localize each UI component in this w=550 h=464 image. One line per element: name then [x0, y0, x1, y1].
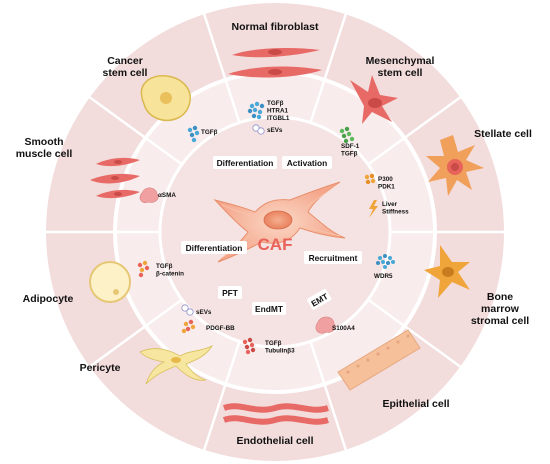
- label-endothelial-cell: Endothelial cell: [236, 435, 313, 447]
- label-normal-fibroblast: Normal fibroblast: [232, 21, 319, 33]
- molecule-dots-icon: [364, 173, 376, 185]
- molecule-dots-icon: [247, 101, 265, 120]
- svg-text:sEVs: sEVs: [196, 309, 212, 316]
- sector-divider: [367, 298, 461, 368]
- pericyte-illustration: [139, 345, 214, 385]
- stellate-cell-illustration: [426, 135, 484, 196]
- vesicle-icon: [252, 124, 265, 135]
- molecule-dots-icon: [242, 337, 256, 355]
- sector-divider: [309, 340, 347, 451]
- factor-group-smooth-muscle-cell: αSMA: [139, 187, 176, 203]
- factor-group-cancer-stem-cell: TGFβ: [187, 125, 218, 143]
- sector-divider: [89, 298, 183, 368]
- epithelial-nucleus: [366, 358, 370, 362]
- epithelial-nucleus: [376, 352, 380, 356]
- adipocyte-illustration: [89, 261, 131, 303]
- vesicle-icon: [181, 304, 194, 316]
- sector-divider: [203, 340, 241, 451]
- epithelial-nucleus: [396, 340, 400, 344]
- process-pft: PFT: [222, 288, 239, 298]
- cancer-stem-cell-illustration: [140, 74, 191, 122]
- caf-cell-illustration: [213, 181, 346, 263]
- label-pericyte: Pericyte: [80, 362, 121, 374]
- svg-text:TGFβ: TGFβ: [201, 129, 218, 136]
- label-adipocyte: Adipocyte: [23, 293, 74, 305]
- svg-text:WDR5: WDR5: [374, 273, 393, 280]
- process-labels: Differentiation Activation Differentiati…: [181, 156, 362, 315]
- lightning-icon: [369, 200, 378, 218]
- molecule-dots-icon: [339, 126, 355, 144]
- protein-blob-icon: [315, 316, 336, 334]
- caf-label: CAF: [258, 235, 293, 254]
- sector-divider: [309, 13, 347, 124]
- mesenchymal-stem-cell-illustration: [350, 75, 398, 124]
- svg-text:S100A4: S100A4: [332, 325, 355, 332]
- sector-divider: [367, 96, 461, 166]
- factor-group-epithelial-cell: S100A4: [315, 316, 355, 334]
- cell-illustrations: [89, 47, 484, 425]
- svg-text:αSMA: αSMA: [158, 192, 176, 199]
- process-differentiation-left: Differentiation: [186, 243, 243, 253]
- process-activation: Activation: [287, 158, 328, 168]
- molecule-dots-icon: [187, 125, 200, 143]
- smooth-muscle-cell-illustration: [90, 157, 140, 199]
- bone-marrow-stromal-cell-illustration: [424, 245, 470, 298]
- epithelial-nucleus: [356, 364, 360, 368]
- molecule-dots-icon: [137, 260, 150, 278]
- molecule-dots-icon: [181, 319, 196, 334]
- molecule-dots-icon: [376, 254, 395, 269]
- sector-dividers: [46, 13, 504, 451]
- epithelial-cell-illustration: [337, 329, 421, 391]
- epithelial-nucleus: [406, 334, 410, 338]
- process-recruitment: Recruitment: [309, 253, 358, 263]
- process-differentiation-top: Differentiation: [217, 158, 274, 168]
- sector-divider: [89, 96, 183, 166]
- epithelial-nucleus: [346, 370, 350, 374]
- sector-divider: [203, 13, 241, 124]
- factor-group-bone-marrow-stromal-cell: WDR5: [374, 254, 395, 280]
- process-endmt: EndMT: [255, 304, 284, 314]
- svg-text:PDGF-BB: PDGF-BB: [206, 325, 235, 332]
- label-epithelial-cell: Epithelial cell: [382, 398, 449, 410]
- protein-blob-icon: [139, 187, 159, 203]
- label-stellate-cell: Stellate cell: [474, 128, 532, 140]
- factor-group-pericyte: sEVs PDGF-BB: [181, 304, 235, 334]
- epithelial-nucleus: [386, 346, 390, 350]
- normal-fibroblast-illustration: [228, 47, 322, 78]
- endothelial-cell-illustration: [222, 403, 329, 425]
- svg-text:sEVs: sEVs: [267, 127, 283, 134]
